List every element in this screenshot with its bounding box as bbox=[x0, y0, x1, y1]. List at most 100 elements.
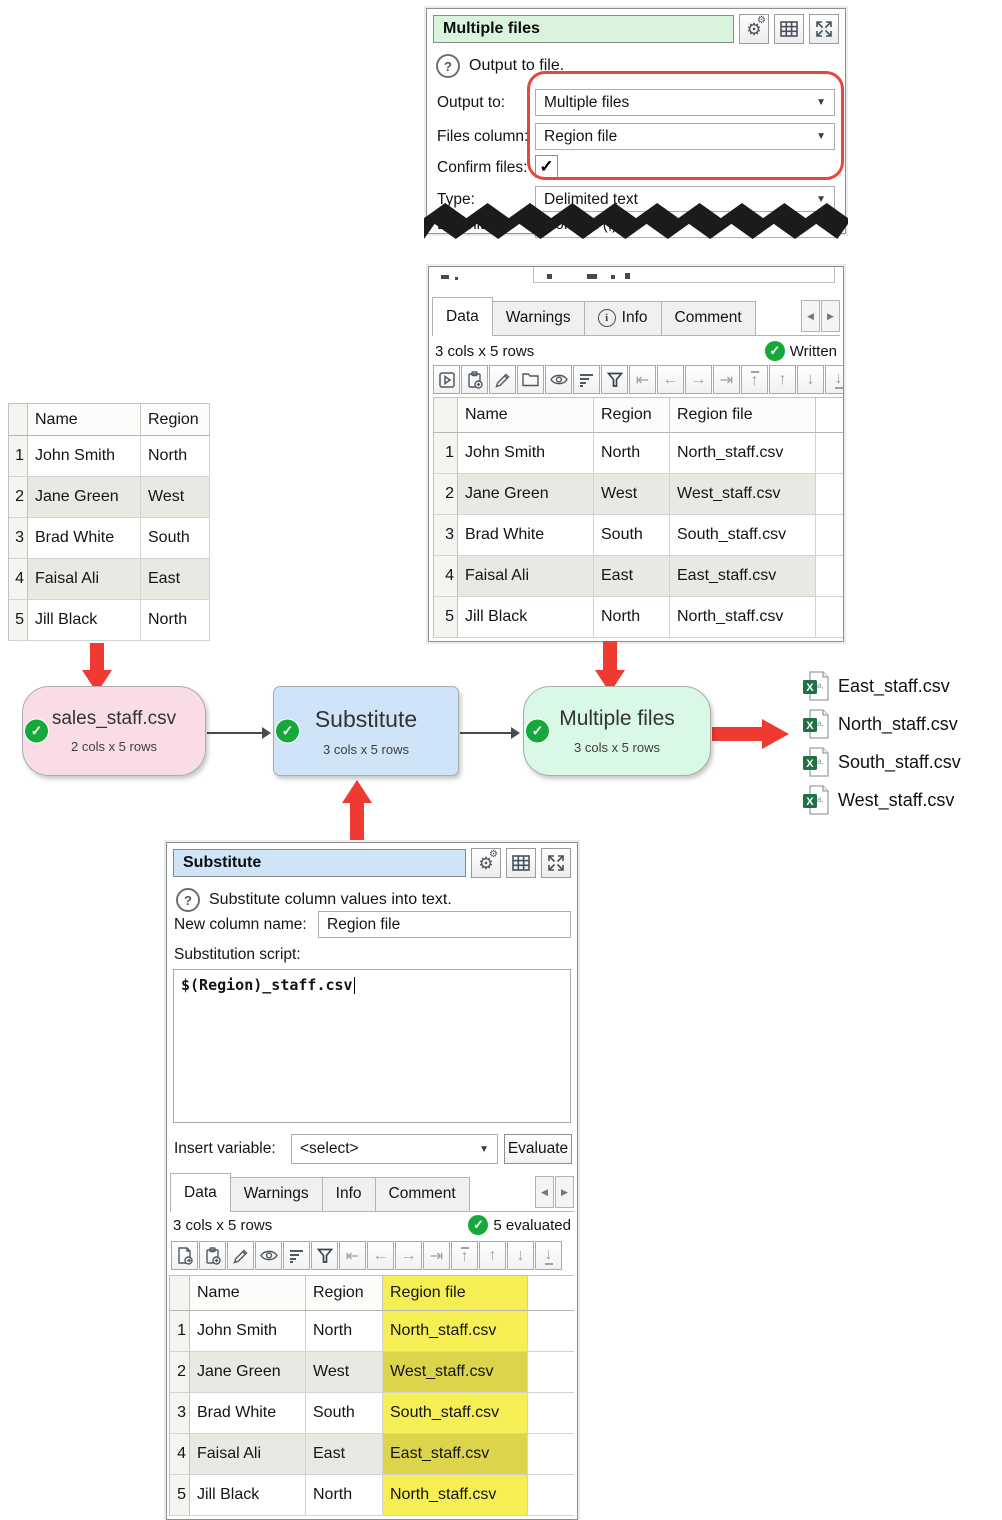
play-button[interactable] bbox=[433, 365, 460, 394]
node-sales-staff-csv[interactable]: ✓ sales_staff.csv 2 cols x 5 rows bbox=[22, 686, 206, 776]
confirm-files-checkbox[interactable]: ✓ bbox=[535, 155, 558, 178]
cell: John Smith bbox=[28, 436, 141, 477]
insert-variable-dropdown[interactable]: <select> ▼ bbox=[291, 1134, 498, 1164]
cell: East bbox=[306, 1434, 383, 1475]
evaluate-button[interactable]: Evaluate bbox=[504, 1134, 572, 1164]
new-column-name-input[interactable]: Region file bbox=[318, 911, 571, 938]
col-first-button[interactable]: ⇤ bbox=[629, 365, 656, 394]
column-header[interactable]: Region bbox=[594, 398, 670, 433]
grid-view-button[interactable] bbox=[506, 848, 536, 878]
tab-data[interactable]: Data bbox=[432, 297, 493, 336]
chevron-down-icon: ▼ bbox=[479, 1143, 489, 1155]
column-header[interactable]: Name bbox=[28, 404, 141, 436]
node-substitute[interactable]: ✓ Substitute 3 cols x 5 rows bbox=[273, 686, 459, 776]
cell: West bbox=[306, 1352, 383, 1393]
status-row: 3 cols x 5 rows ✓ Written bbox=[435, 341, 837, 361]
gear-icon: ⚙ bbox=[746, 19, 762, 39]
csv-file-icon: a,X bbox=[803, 785, 829, 815]
cell: Brad White bbox=[28, 518, 141, 559]
filter-funnel-icon bbox=[316, 1248, 333, 1263]
chevron-down-icon: ▼ bbox=[816, 97, 826, 108]
paste-button[interactable] bbox=[461, 365, 488, 394]
cell: Brad White bbox=[190, 1393, 306, 1434]
tab-comment[interactable]: Comment bbox=[374, 1177, 470, 1211]
substitute-settings-panel: Substitute ⚙ ⚙ ? Substitute column value… bbox=[166, 842, 578, 1520]
settings-gears-button[interactable]: ⚙ ⚙ bbox=[471, 848, 501, 878]
node-multiple-files[interactable]: ✓ Multiple files 3 cols x 5 rows bbox=[523, 686, 711, 776]
expand-button[interactable] bbox=[541, 848, 571, 878]
output-to-dropdown[interactable]: Multiple files ▼ bbox=[535, 89, 835, 116]
column-header[interactable]: Region bbox=[141, 404, 210, 436]
col-right-button[interactable]: → bbox=[395, 1241, 422, 1270]
output-to-value: Multiple files bbox=[544, 93, 630, 111]
settings-gears-button[interactable]: ⚙ ⚙ bbox=[739, 14, 769, 44]
cell: Jane Green bbox=[28, 477, 141, 518]
edit-button[interactable] bbox=[227, 1241, 254, 1270]
sort-bars-icon bbox=[289, 1249, 303, 1263]
eye-icon bbox=[549, 374, 568, 385]
preview-button[interactable] bbox=[255, 1241, 282, 1270]
tab-scroll-left[interactable]: ◀ bbox=[801, 300, 820, 332]
cell: East bbox=[594, 556, 670, 597]
tab-comment[interactable]: Comment bbox=[660, 301, 756, 335]
row-top-button[interactable]: ↑ bbox=[451, 1241, 478, 1270]
cell: West bbox=[594, 474, 670, 515]
column-header-highlighted[interactable]: Region file bbox=[383, 1276, 528, 1311]
folder-button[interactable] bbox=[517, 365, 544, 394]
col-first-button[interactable]: ⇤ bbox=[339, 1241, 366, 1270]
help-row: ? Substitute column values into text. bbox=[167, 883, 577, 917]
preview-button[interactable] bbox=[545, 365, 572, 394]
tab-info[interactable]: Info bbox=[321, 1177, 376, 1211]
tab-scroll-left[interactable]: ◀ bbox=[535, 1176, 554, 1208]
tab-strip: Data Warnings i Info Comment ◀ ▶ bbox=[432, 297, 840, 336]
expand-icon bbox=[548, 855, 564, 871]
sort-button[interactable] bbox=[283, 1241, 310, 1270]
new-file-button[interactable] bbox=[171, 1241, 198, 1270]
files-column-dropdown[interactable]: Region file ▼ bbox=[535, 123, 835, 150]
row-up-button[interactable]: ↑ bbox=[479, 1241, 506, 1270]
help-row: ? Output to file. bbox=[427, 49, 845, 83]
tab-scroll-right[interactable]: ▶ bbox=[555, 1176, 574, 1208]
row-top-button[interactable]: ↑ bbox=[741, 365, 768, 394]
column-header[interactable]: Region file bbox=[670, 398, 816, 433]
column-header[interactable]: Region bbox=[306, 1276, 383, 1311]
tab-data[interactable]: Data bbox=[170, 1173, 231, 1212]
tab-warnings[interactable]: Warnings bbox=[229, 1177, 323, 1211]
edit-button[interactable] bbox=[489, 365, 516, 394]
col-last-button[interactable]: ⇥ bbox=[713, 365, 740, 394]
cell: Faisal Ali bbox=[28, 559, 141, 600]
paste-button[interactable] bbox=[199, 1241, 226, 1270]
column-header[interactable]: Name bbox=[190, 1276, 306, 1311]
arrow-right-icon: → bbox=[690, 370, 707, 388]
grid-view-button[interactable] bbox=[774, 14, 804, 44]
row-down-button[interactable]: ↓ bbox=[507, 1241, 534, 1270]
expand-button[interactable] bbox=[809, 14, 839, 44]
filter-button[interactable] bbox=[601, 365, 628, 394]
gear-icon: ⚙ bbox=[478, 853, 494, 873]
tab-warnings[interactable]: Warnings bbox=[491, 301, 585, 335]
row-bottom-button[interactable]: ↓ bbox=[535, 1241, 562, 1270]
filter-button[interactable] bbox=[311, 1241, 338, 1270]
cell: Jane Green bbox=[458, 474, 594, 515]
col-right-button[interactable]: → bbox=[685, 365, 712, 394]
row-number: 2 bbox=[9, 477, 28, 518]
cell: South bbox=[141, 518, 210, 559]
sort-button[interactable] bbox=[573, 365, 600, 394]
cell-highlighted: North_staff.csv bbox=[383, 1311, 528, 1352]
col-left-button[interactable]: ← bbox=[657, 365, 684, 394]
node-ok-icon: ✓ bbox=[275, 718, 300, 744]
column-header[interactable]: Name bbox=[458, 398, 594, 433]
col-left-button[interactable]: ← bbox=[367, 1241, 394, 1270]
size-text: 3 cols x 5 rows bbox=[173, 1216, 273, 1234]
row-number: 4 bbox=[434, 556, 458, 597]
col-last-button[interactable]: ⇥ bbox=[423, 1241, 450, 1270]
cell: North bbox=[306, 1311, 383, 1352]
row-bottom-button[interactable]: ↓ bbox=[825, 365, 843, 394]
row-up-button[interactable]: ↑ bbox=[769, 365, 796, 394]
tab-scroll-right[interactable]: ▶ bbox=[821, 300, 840, 332]
source-data-table: Name Region 1 John Smith North 2 Jane Gr… bbox=[8, 403, 210, 641]
row-down-button[interactable]: ↓ bbox=[797, 365, 824, 394]
substitution-script-textarea[interactable]: $(Region)_staff.csv bbox=[173, 969, 571, 1123]
header-filler bbox=[816, 398, 843, 433]
tab-info[interactable]: i Info bbox=[583, 301, 662, 335]
